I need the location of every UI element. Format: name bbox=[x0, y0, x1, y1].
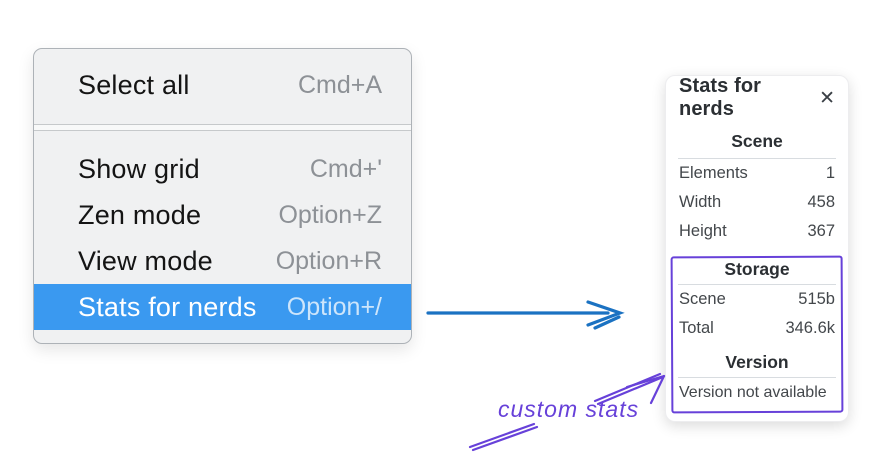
stat-label: Elements bbox=[679, 164, 748, 182]
menu-item-view-mode[interactable]: View mode Option+R bbox=[34, 238, 411, 284]
stat-value: 458 bbox=[807, 193, 835, 211]
menu-item-label: Select all bbox=[78, 69, 190, 100]
stat-row-height: Height 367 bbox=[676, 217, 838, 246]
stat-label: Total bbox=[679, 319, 714, 337]
context-menu: Select all Cmd+A Show grid Cmd+' Zen mod… bbox=[33, 48, 412, 344]
section-heading-scene: Scene bbox=[731, 131, 783, 151]
section-divider bbox=[678, 377, 836, 378]
menu-item-label: Zen mode bbox=[78, 199, 202, 230]
stat-value: 346.6k bbox=[785, 319, 835, 337]
stat-row-width: Width 458 bbox=[676, 188, 838, 217]
section-divider bbox=[678, 158, 836, 159]
menu-item-shortcut: Cmd+A bbox=[297, 70, 382, 99]
menu-section-top: Select all Cmd+A bbox=[34, 49, 411, 124]
section-divider bbox=[678, 284, 836, 285]
menu-item-show-grid[interactable]: Show grid Cmd+' bbox=[34, 146, 411, 192]
close-icon[interactable]: ✕ bbox=[819, 87, 835, 109]
menu-item-stats-for-nerds[interactable]: Stats for nerds Option+/ bbox=[34, 284, 411, 330]
menu-item-zen-mode[interactable]: Zen mode Option+Z bbox=[34, 192, 411, 238]
menu-section-bottom: Show grid Cmd+' Zen mode Option+Z View m… bbox=[34, 131, 411, 343]
stat-row-elements: Elements 1 bbox=[676, 159, 838, 188]
pointer-arrow-icon bbox=[426, 300, 625, 330]
menu-divider bbox=[34, 124, 411, 131]
stats-panel: Stats for nerds ✕ Scene Elements 1 Width… bbox=[665, 75, 849, 422]
menu-item-shortcut: Cmd+' bbox=[309, 154, 382, 183]
stat-label: Scene bbox=[679, 290, 726, 308]
stat-value: 515b bbox=[798, 290, 835, 308]
stat-row-scene-size: Scene 515b bbox=[676, 285, 838, 314]
stat-row-total-size: Total 346.6k bbox=[676, 314, 838, 343]
section-heading-version: Version bbox=[725, 352, 789, 372]
menu-item-select-all[interactable]: Select all Cmd+A bbox=[34, 62, 411, 108]
stats-panel-header: Stats for nerds ✕ bbox=[676, 75, 838, 120]
menu-item-label: Stats for nerds bbox=[78, 291, 257, 322]
annotation-custom-stats: custom stats bbox=[498, 396, 640, 422]
section-heading-storage: Storage bbox=[724, 259, 790, 279]
stat-label: Height bbox=[679, 222, 727, 240]
menu-item-shortcut: Option+Z bbox=[278, 200, 382, 229]
menu-item-shortcut: Option+/ bbox=[286, 292, 382, 321]
stat-label: Width bbox=[679, 193, 722, 211]
version-note: Version not available bbox=[679, 383, 827, 401]
menu-item-label: View mode bbox=[78, 245, 213, 276]
menu-item-shortcut: Option+R bbox=[275, 246, 382, 275]
stats-panel-title: Stats for nerds bbox=[679, 75, 762, 120]
stat-value: 1 bbox=[825, 164, 835, 182]
stat-value: 367 bbox=[807, 222, 835, 240]
menu-item-label: Show grid bbox=[78, 153, 200, 184]
